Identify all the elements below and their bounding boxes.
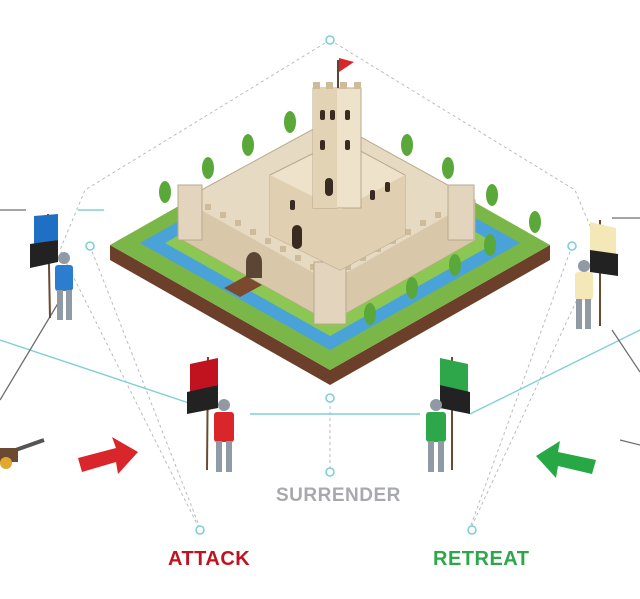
attack-label: ATTACK	[168, 548, 250, 571]
surrender-label: SURRENDER	[276, 485, 401, 507]
knight-icon	[187, 357, 234, 472]
cannon-icon	[0, 440, 44, 469]
knight-icon	[426, 357, 470, 472]
knight-icon	[575, 220, 618, 329]
knight-icon	[30, 214, 73, 320]
banner-icon	[34, 214, 58, 244]
banner-icon	[590, 222, 616, 254]
arrow-icon	[536, 441, 596, 478]
castle-icon	[110, 58, 550, 385]
arrow-icon	[78, 437, 138, 474]
retreat-label: RETREAT	[433, 548, 529, 571]
